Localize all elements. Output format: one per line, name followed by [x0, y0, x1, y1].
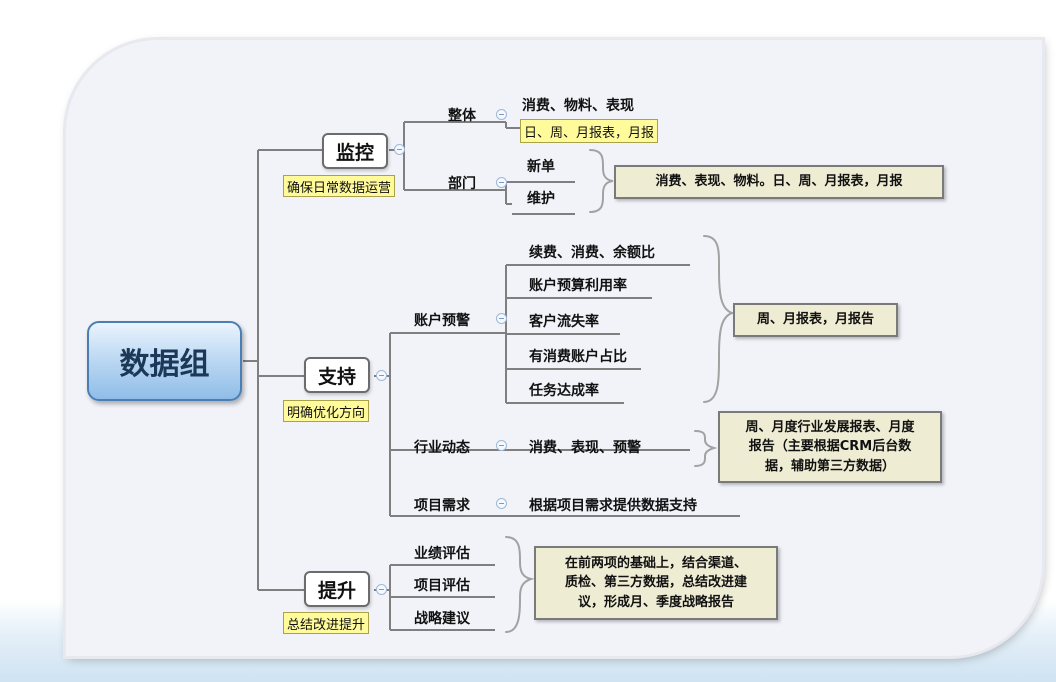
collapse-toggle-icon[interactable]: [496, 109, 507, 120]
collapse-toggle-icon[interactable]: [496, 313, 507, 324]
item-project-1[interactable]: 根据项目需求提供数据支持: [529, 498, 697, 514]
item-department-2[interactable]: 维护: [527, 191, 555, 207]
collapse-toggle-icon[interactable]: [376, 584, 387, 595]
subtopic-account-warning[interactable]: 账户预警: [414, 313, 470, 329]
item-account-warning-3[interactable]: 客户流失率: [529, 314, 599, 330]
topic-support[interactable]: 支持: [304, 357, 370, 393]
summary-improve-line: 在前两项的基础上，结合渠道、: [564, 555, 747, 571]
collapse-toggle-icon[interactable]: [496, 440, 507, 451]
summary-account-warning[interactable]: 周、月报表，月报告: [733, 303, 898, 337]
subtopic-performance-eval[interactable]: 业绩评估: [414, 546, 470, 562]
summary-improve-line: 议，形成月、季度战略报告: [577, 594, 734, 610]
summary-industry-line: 周、月度行业发展报表、月度: [745, 419, 915, 435]
collapse-toggle-icon[interactable]: [394, 144, 405, 155]
item-account-warning-4[interactable]: 有消费账户占比: [529, 349, 627, 365]
summary-department[interactable]: 消费、表现、物料。日、周、月报表，月报: [614, 165, 944, 199]
summary-industry-line: 据，辅助第三方数据）: [764, 458, 895, 474]
topic-improve[interactable]: 提升: [304, 571, 370, 607]
subtopic-overall[interactable]: 整体: [448, 108, 476, 124]
item-account-warning-2[interactable]: 账户预算利用率: [529, 278, 627, 294]
collapse-toggle-icon[interactable]: [496, 498, 507, 509]
topic-monitor[interactable]: 监控: [322, 133, 388, 169]
note-support: 明确优化方向: [283, 400, 370, 422]
subtopic-strategy[interactable]: 战略建议: [414, 611, 470, 627]
collapse-toggle-icon[interactable]: [376, 370, 387, 381]
subtopic-project-eval[interactable]: 项目评估: [414, 578, 470, 594]
subtopic-industry[interactable]: 行业动态: [414, 440, 470, 456]
item-overall-1[interactable]: 消费、物料、表现: [522, 98, 634, 114]
item-department-1[interactable]: 新单: [527, 159, 555, 175]
item-account-warning-5[interactable]: 任务达成率: [529, 383, 599, 399]
collapse-toggle-icon[interactable]: [496, 177, 507, 188]
summary-industry[interactable]: 周、月度行业发展报表、月度 报告（主要根据CRM后台数 据，辅助第三方数据）: [718, 411, 942, 483]
item-account-warning-1[interactable]: 续费、消费、余额比: [529, 245, 655, 261]
summary-improve[interactable]: 在前两项的基础上，结合渠道、 质检、第三方数据，总结改进建 议，形成月、季度战略…: [534, 546, 778, 620]
note-monitor: 确保日常数据运营: [283, 175, 396, 197]
root-node[interactable]: 数据组: [87, 321, 242, 401]
subtopic-department[interactable]: 部门: [448, 176, 476, 192]
item-industry-1[interactable]: 消费、表现、预警: [529, 440, 641, 456]
note-improve: 总结改进提升: [283, 612, 370, 634]
summary-improve-line: 质检、第三方数据，总结改进建: [564, 575, 747, 591]
note-overall: 日、周、月报表，月报: [520, 119, 659, 143]
summary-industry-line: 报告（主要根据CRM后台数: [748, 439, 912, 455]
subtopic-project[interactable]: 项目需求: [414, 498, 470, 514]
